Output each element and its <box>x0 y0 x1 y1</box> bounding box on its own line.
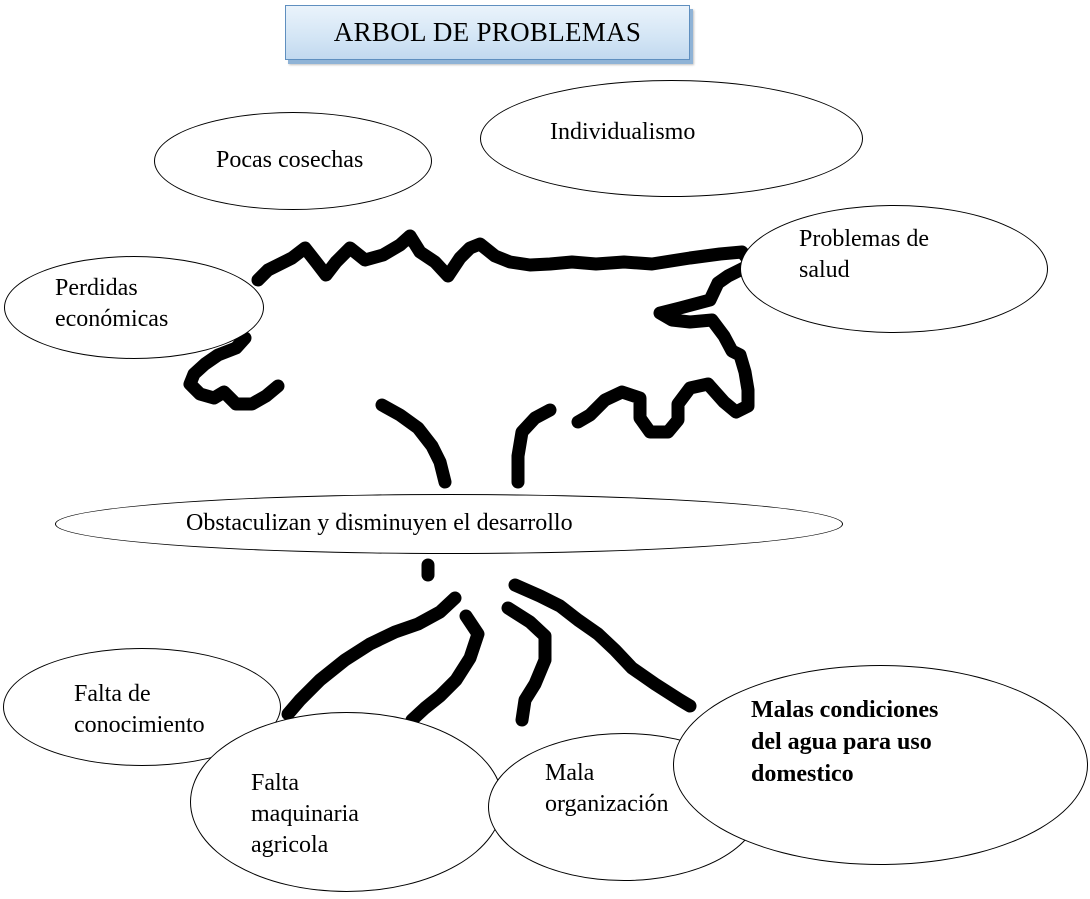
effect-pocas-cosechas-label: Pocas cosechas <box>216 147 364 173</box>
cause-falta-maquinaria-label: Falta maquinaria agricola <box>251 770 359 858</box>
cause-malas-condiciones-agua: Malas condiciones del agua para uso dome… <box>673 665 1088 865</box>
cause-falta-conocimiento-label: Falta de conocimiento <box>74 681 205 738</box>
root-3 <box>405 609 485 727</box>
effect-pocas-cosechas: Pocas cosechas <box>154 112 432 210</box>
effect-individualismo-label: Individualismo <box>550 119 696 145</box>
cause-falta-conocimiento: Falta de conocimiento <box>3 648 281 766</box>
cause-malas-condiciones-agua-label: Malas condiciones del agua para uso dome… <box>751 697 939 787</box>
cause-falta-maquinaria: Falta maquinaria agricola <box>190 712 503 892</box>
root-5 <box>508 578 697 713</box>
trunk-left <box>375 398 452 489</box>
tree-canopy-outline <box>251 229 759 439</box>
effect-individualismo: Individualismo <box>480 80 863 197</box>
cause-mala-organizacion-label: Mala organización <box>545 760 669 817</box>
diagram-title: ARBOL DE PROBLEMAS <box>285 5 690 60</box>
effect-perdidas-economicas: Perdidas económicas <box>4 256 264 359</box>
root-2 <box>281 591 462 721</box>
root-4 <box>501 601 552 727</box>
tree-canopy-left <box>183 331 285 411</box>
effect-problemas-salud-label: Problemas de salud <box>799 226 929 283</box>
effect-perdidas-economicas-label: Perdidas económicas <box>55 275 169 332</box>
central-problem-label: Obstaculizan y disminuyen el desarrollo <box>186 510 573 536</box>
central-problem: Obstaculizan y disminuyen el desarrollo <box>55 494 843 554</box>
trunk-right <box>511 403 557 489</box>
effect-problemas-salud: Problemas de salud <box>740 205 1048 333</box>
